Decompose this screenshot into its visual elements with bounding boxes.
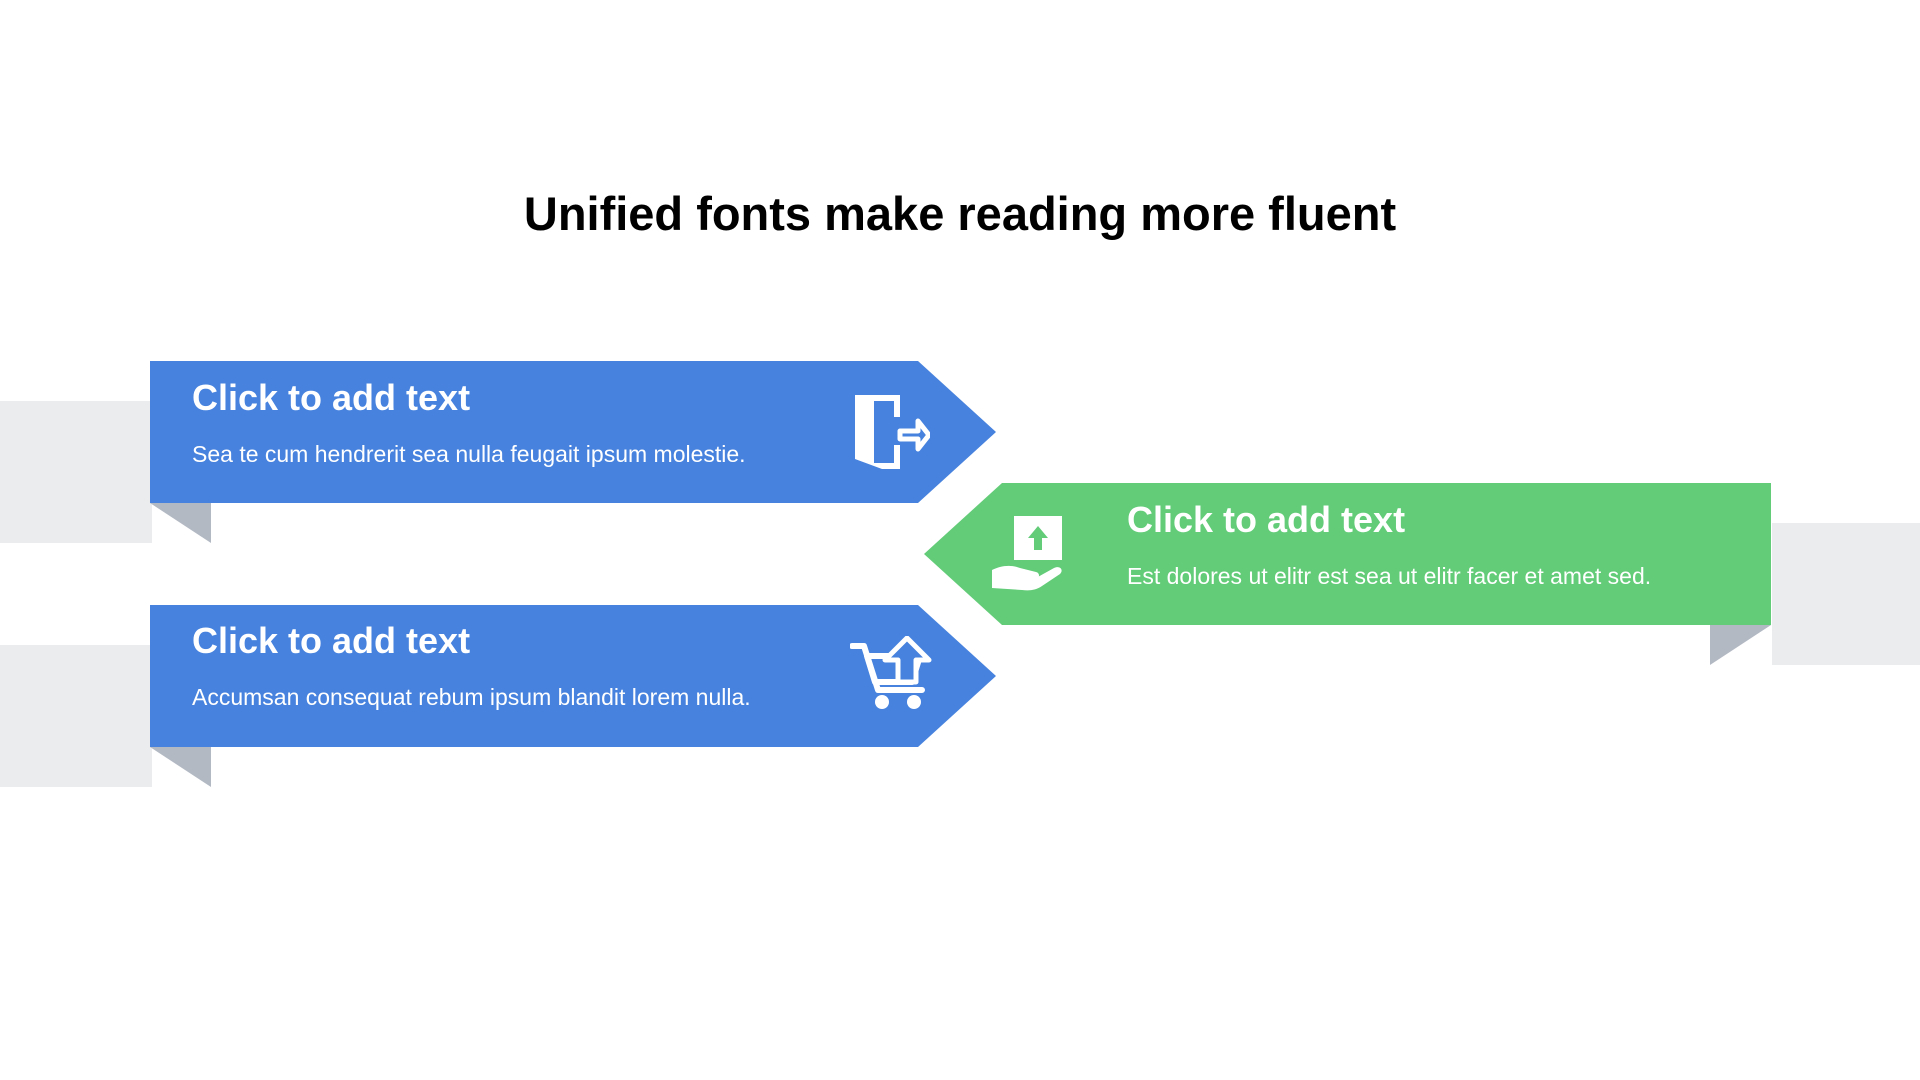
ribbon-3[interactable] <box>150 605 996 747</box>
item-2-heading[interactable]: Click to add text <box>1127 499 1406 540</box>
fold-1 <box>150 503 211 543</box>
item-2-description[interactable]: Est dolores ut elitr est sea ut elitr fa… <box>1127 563 1652 589</box>
fold-2 <box>1710 625 1771 665</box>
hand-upload-box-icon <box>992 516 1062 591</box>
fold-3 <box>150 747 211 787</box>
item-3-heading[interactable]: Click to add text <box>192 620 471 661</box>
slide-title[interactable]: Unified fonts make reading more fluent <box>523 187 1397 240</box>
ribbon-1[interactable] <box>150 361 996 503</box>
cart-upload-icon <box>850 636 932 709</box>
item-1-heading[interactable]: Click to add text <box>192 377 471 418</box>
left-band-1 <box>0 401 152 543</box>
exit-door-icon <box>855 395 930 469</box>
item-3-description[interactable]: Accumsan consequat rebum ipsum blandit l… <box>192 684 751 710</box>
right-band-2 <box>1772 523 1920 665</box>
item-1-description[interactable]: Sea te cum hendrerit sea nulla feugait i… <box>192 441 746 467</box>
left-band-3 <box>0 645 152 787</box>
ribbon-2[interactable] <box>924 483 1771 625</box>
